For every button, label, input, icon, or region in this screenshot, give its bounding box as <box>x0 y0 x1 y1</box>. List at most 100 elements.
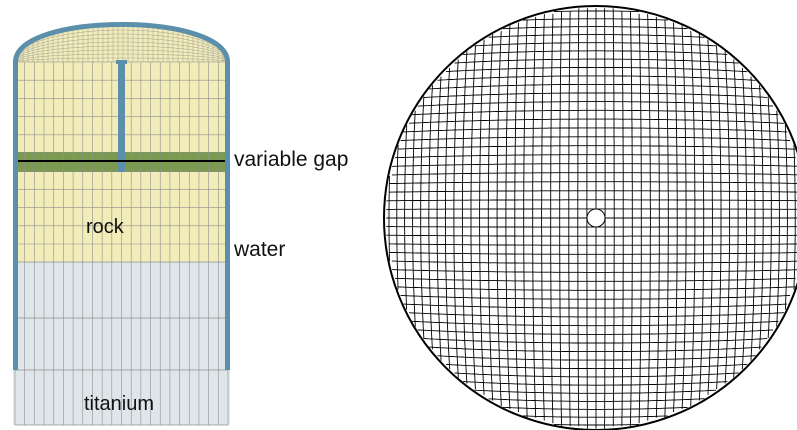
label-variable-gap: variable gap <box>234 148 349 171</box>
mesh-line <box>505 25 511 410</box>
mesh-line <box>389 251 797 255</box>
mesh-line <box>423 92 768 98</box>
mesh-line <box>707 39 713 395</box>
mesh-line <box>488 34 705 38</box>
mesh-line <box>724 51 731 384</box>
mesh-line <box>13 45 230 63</box>
disc-mesh-diagram <box>383 5 797 430</box>
mesh-line <box>13 37 230 63</box>
mesh-line <box>388 175 390 262</box>
water-layer <box>13 22 230 370</box>
mesh-line <box>392 269 797 273</box>
mesh-line <box>13 29 230 63</box>
mesh-line <box>391 172 797 176</box>
mesh-line <box>386 208 797 210</box>
mesh-line <box>577 8 580 427</box>
mesh-line <box>397 145 796 150</box>
mesh-line <box>423 338 768 344</box>
mesh-line <box>386 234 797 237</box>
mesh-line <box>474 389 717 394</box>
mesh-line <box>389 181 797 185</box>
mesh-line <box>436 76 442 361</box>
mesh-line <box>463 50 728 55</box>
mesh-line <box>690 31 696 407</box>
mesh-line <box>13 57 230 63</box>
mesh-line <box>454 372 739 378</box>
mesh-line <box>523 19 528 418</box>
mesh-line <box>409 118 785 124</box>
disc-outline <box>383 5 797 430</box>
mesh-line <box>417 101 773 107</box>
mesh-line <box>474 42 717 47</box>
mesh-line <box>496 31 502 407</box>
mesh-line <box>403 303 788 309</box>
mesh-line <box>386 199 797 202</box>
mesh-line <box>420 96 425 339</box>
mesh-line <box>638 13 642 424</box>
mesh-line <box>13 33 230 63</box>
label-titanium: titanium <box>84 393 155 415</box>
mesh-line <box>392 163 797 167</box>
mesh-line <box>388 190 797 193</box>
label-rock: rock <box>86 216 124 238</box>
mesh-line <box>470 45 476 390</box>
mesh-line <box>411 109 779 116</box>
mesh-line <box>793 144 796 290</box>
mesh-line <box>13 49 230 63</box>
dome-rock-region <box>13 23 230 62</box>
mesh-line <box>621 10 624 427</box>
mesh-line <box>463 381 728 386</box>
mesh-line <box>568 10 571 427</box>
mesh-line <box>550 13 554 424</box>
mesh-line <box>454 58 739 64</box>
mesh-line <box>741 67 748 370</box>
mesh-line <box>522 18 668 21</box>
disc-center-ring <box>586 208 606 228</box>
mesh-line <box>522 415 668 418</box>
mesh-line <box>681 25 687 410</box>
mesh-line <box>409 312 785 318</box>
mesh-line <box>487 33 494 401</box>
mesh-line <box>444 67 451 370</box>
mesh-line <box>612 8 615 427</box>
mesh-line <box>655 16 660 418</box>
mesh-line <box>403 127 788 133</box>
mesh-line <box>453 59 459 378</box>
mesh-line <box>647 14 651 421</box>
mesh-line <box>394 277 796 282</box>
mesh-line <box>13 53 230 63</box>
mesh-line <box>479 39 485 395</box>
disc-mesh <box>386 8 797 429</box>
mesh-line <box>437 355 756 361</box>
mesh-line <box>502 26 688 30</box>
mesh-line <box>428 85 433 350</box>
mesh-line <box>553 10 640 12</box>
mesh-line <box>388 243 797 246</box>
mesh-line <box>750 76 756 361</box>
water-channel-cap <box>116 60 127 64</box>
mesh-line <box>411 320 779 327</box>
label-water: water <box>234 238 286 261</box>
mesh-line <box>386 226 797 228</box>
mesh-line <box>13 41 230 63</box>
mesh-line <box>417 329 773 335</box>
mesh-line <box>502 406 688 410</box>
mesh-line <box>559 11 563 427</box>
mesh-line <box>396 144 399 290</box>
mesh-line <box>733 59 739 378</box>
mesh-line <box>553 424 640 426</box>
mesh-line <box>445 363 748 370</box>
water-channel-rod <box>118 62 125 172</box>
mesh-line <box>698 33 705 401</box>
mesh-line <box>391 260 797 264</box>
cylinder-mesh-diagram <box>13 22 230 426</box>
mesh-line <box>664 19 669 418</box>
mesh-line <box>532 16 537 418</box>
mesh-line <box>716 45 722 390</box>
mesh-line <box>488 398 705 402</box>
mesh-line <box>759 85 764 350</box>
mesh-line <box>437 75 756 81</box>
mesh-line <box>784 124 788 310</box>
mesh-line <box>397 286 796 291</box>
